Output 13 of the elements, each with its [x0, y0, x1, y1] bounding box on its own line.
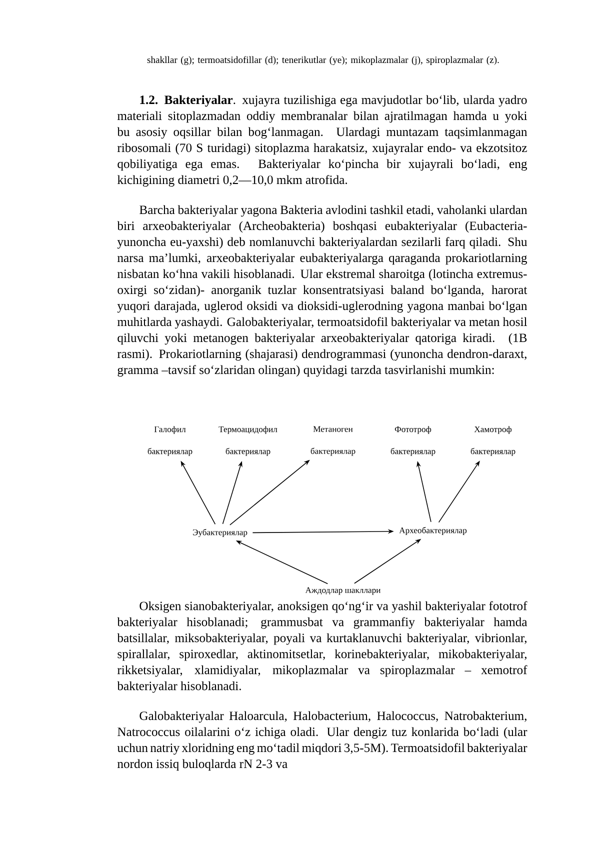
group-label: Хамотроф бактериялар [470, 426, 516, 456]
group-label: Термоацидофил бактериялар [218, 426, 278, 456]
group-label: Археобактериялар [399, 527, 467, 535]
paragraph: Oksigen sianobakteriyalar, anoksigen qo‘ng‘ir va yashil bakteriyalar fototrof bakteriyalar hisoblanadi; grammusbat va grammanfiy bakteriyalar hamda batsillalar, miksobakteriyalar, poyali va kurtaklanuvchi bakteriyalar, vibrionlar, spirallalar, spiroxedlar, aktinomitsetlar, korinebakteriyalar, mikobakteriyalar, rikketsiyalar, xlamidiyalar, mikoplazmalar va spiroplazmalar – xemotrof bakteriyalar hisoblanadi. [117, 601, 528, 693]
paragraph: Barcha bakteriyalar yagona Bakteria avlodini tashkil etadi, vaholanki ulardan biri arxeobakteriyalar (Archeobakteria) boshqasi eubakteriyalar (Eubacteria-yunoncha eu-yaxshi) deb nomlanuvchi bakteriyalardan sezilarli farq qiladi. Shu narsa ma’lumki, arxeobakteriyalar eubakteriyalarga qaraganda prokariotlarning nisbatan ko‘hna vakili hisoblanadi. Ular ekstremal sharoitga (lotincha extremus-oxirgi so‘zidan)- anorganik tuzlar konsentratsiyasi baland bo‘lganda, harorat yuqori darajada, uglerod oksidi va dioksidi-uglerodning yagona manbai bo‘lgan muhitlarda yashaydi. Galobakteriyalar, termoatsidofil bakteriyalar va metan hosil qiluvchi yoki metanogen bakteriyalar arxeobakteriyalar qatoriga kiradi. (1B rasmi). Prokariotlarning (shajarasi) dendrogrammasi (yunoncha dendron-daraxt, gramma –tavsif so‘zlaridan olingan) quyidagi tarzda tasvirlanishi mumkin: [117, 205, 528, 377]
paragraph: Galobakteriyalar Haloarcula, Halobacterium, Halococcus, Natrobakterium, Natrococcus oilalarini o‘z ichiga oladi. Ular dengiz tuz konlarida bo‘ladi (ular uchun natriy xloridning eng mo‘tadil miqdori 3,5-5M). Termoatsidofil bakteriyalar nordon issiq buloqlarda rN 2-3 va [117, 711, 528, 771]
paragraph: shakllar (g); termoatsidofillar (d); tenerikutlar (ye); mikoplazmalar (j), spiroplazmalar (z). [147, 56, 499, 66]
group-label: Аждодлар шакллари [305, 587, 380, 595]
group-label: Галофил бактериялар [148, 426, 192, 456]
group-label: Эубактериялар [192, 529, 248, 537]
group-label: Метаноген бактериялар [310, 426, 356, 456]
paragraph: 1.2. Bakteriyalar. xujayra tuzilishiga ega mavjudotlar bo‘lib, ularda yadro materiali sitoplazmadan oddiy membranalar bilan ajratilmagan hamda u yoki bu asosiy oqsillar bilan bog‘lanmagan. Ulardagi muntazam taqsimlanmagan ribosomali (70 S turidagi) sitoplazma harakatsiz, xujayralar endo- va ekzotsitoz qobiliyatiga ega emas. Bakteriyalar ko‘pincha bir xujayrali bo‘ladi, eng kichigining diametri 0,2—10,0 mkm atrofida. [117, 95, 528, 187]
group-label: Фототроф бактериялар [390, 426, 436, 456]
